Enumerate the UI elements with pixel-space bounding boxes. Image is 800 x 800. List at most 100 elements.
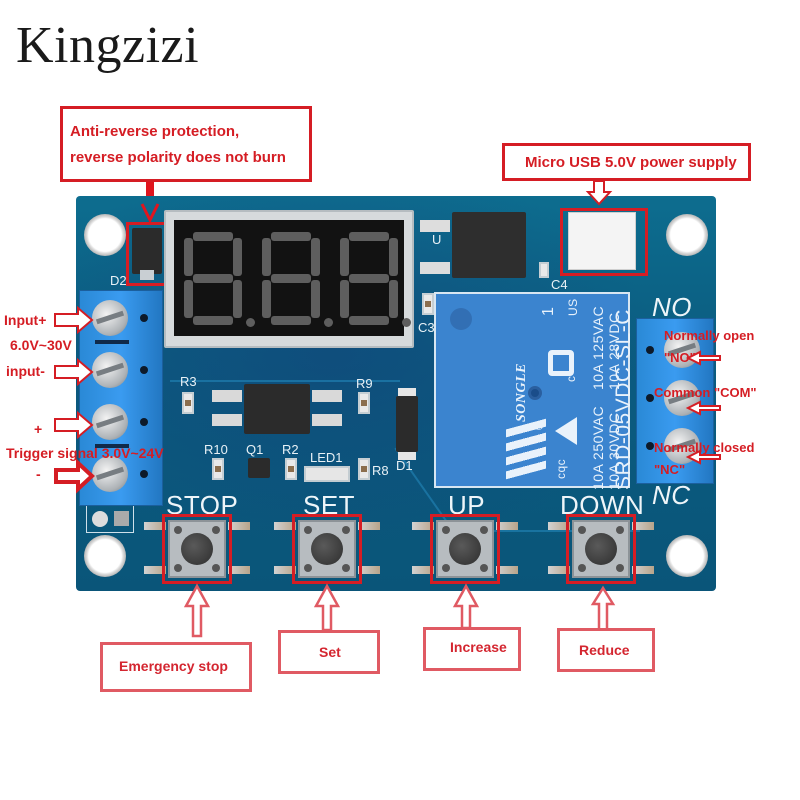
display-digit: [184, 232, 255, 327]
display-segment: [193, 232, 233, 241]
relay-ul-icon: [548, 350, 574, 376]
diode-d2: [132, 228, 162, 274]
display-segment: [340, 280, 349, 318]
button-corner: [480, 564, 488, 572]
callout-anti-reverse-line1: Anti-reverse protection,: [70, 123, 240, 140]
callout-emergency-stop: Emergency stop: [100, 642, 252, 692]
display-segment: [349, 232, 389, 241]
label-nc-title: Normally closed: [654, 440, 755, 455]
stop-button[interactable]: [168, 520, 226, 578]
display-segment: [389, 238, 398, 276]
label-nc-code: "NC": [654, 462, 686, 477]
mounting-hole-bottom-right: [666, 535, 708, 577]
resistor-r2: [285, 458, 297, 480]
optocoupler-chip: [244, 384, 310, 434]
button-cap: [585, 533, 617, 565]
display-segment: [311, 238, 320, 276]
label-trigger-minus: -: [36, 466, 41, 482]
arrow-left-icon: [685, 350, 721, 465]
callout-anti-reverse: Anti-reverse protection, reverse polarit…: [60, 106, 312, 182]
button-pad: [228, 522, 250, 530]
callout-reduce: Reduce: [557, 628, 655, 672]
relay-songle: SONGLE 10A 250VAC 10A 30VDC 10A 125VAC 1…: [434, 292, 635, 490]
set-button[interactable]: [298, 520, 356, 578]
display-segment: [233, 280, 242, 318]
resistor-r10: [212, 458, 224, 480]
label-input-voltage: 6.0V~30V: [10, 337, 72, 353]
screw-input-minus[interactable]: [92, 352, 128, 388]
button-corner: [174, 564, 182, 572]
button-pad: [548, 566, 570, 574]
silk-q1: Q1: [246, 442, 264, 457]
display-segment: [271, 274, 311, 283]
highlight-micro-usb: [560, 208, 648, 276]
resistor-r3: [182, 392, 194, 414]
label-input-plus: Input+: [4, 312, 47, 328]
button-corner: [342, 526, 350, 534]
silk-r8: R8: [372, 463, 389, 478]
silk-u: U: [432, 232, 442, 247]
up-button[interactable]: [436, 520, 494, 578]
callout-set: Set: [278, 630, 380, 674]
arrow-up-icon: [183, 583, 616, 638]
button-corner: [578, 564, 586, 572]
label-no-title: Normally open: [664, 328, 755, 343]
display-decimal-point: [246, 318, 255, 327]
mounting-hole-top-right: [666, 214, 708, 256]
anti-reverse-connector: [146, 182, 154, 204]
button-pad: [274, 566, 296, 574]
display-segment: [389, 280, 398, 318]
mounting-hole-bottom-left: [84, 535, 126, 577]
arrow-down-icon: [140, 203, 160, 224]
button-pad: [358, 522, 380, 530]
button-pad: [632, 566, 654, 574]
screw-input-plus[interactable]: [92, 300, 128, 336]
transistor-q1: [248, 458, 270, 478]
button-pad: [412, 522, 434, 530]
diode-d1: [396, 396, 418, 452]
display-segment: [271, 316, 311, 325]
micro-usb-port[interactable]: [568, 212, 636, 270]
button-corner: [616, 526, 624, 534]
button-pad: [358, 566, 380, 574]
silk-r9: R9: [356, 376, 373, 391]
display-segment: [184, 238, 193, 276]
display-decimal-point: [402, 318, 411, 327]
label-input-minus: input-: [6, 363, 45, 379]
brand-logo: Kingzizi: [16, 17, 200, 74]
silk-c3: C3: [418, 320, 435, 335]
button-corner: [442, 564, 450, 572]
label-trigger-plus: +: [34, 421, 43, 437]
button-corner: [212, 564, 220, 572]
screw-trigger-plus[interactable]: [92, 404, 128, 440]
button-pad: [412, 566, 434, 574]
callout-micro-usb-text: Micro USB 5.0V power supply: [525, 154, 737, 171]
arrow-right-icon: [54, 305, 94, 440]
display-segment: [311, 280, 320, 318]
capacitor-c3: [422, 293, 434, 315]
mounting-hole-top-left: [84, 214, 126, 256]
callout-increase-text: Increase: [450, 639, 507, 655]
silk-d2: D2: [110, 273, 127, 288]
display-segment: [271, 232, 311, 241]
button-corner: [342, 564, 350, 572]
display-segment: [233, 238, 242, 276]
display-segment: [262, 238, 271, 276]
highlight-stop-button: [162, 514, 232, 584]
callout-emergency-stop-text: Emergency stop: [119, 658, 228, 674]
resistor-r8: [358, 458, 370, 480]
display-segment: [340, 238, 349, 276]
silk-d1: D1: [396, 458, 413, 473]
button-corner: [578, 526, 586, 534]
button-pad: [496, 566, 518, 574]
silk-no: NO: [652, 292, 692, 322]
button-pad: [632, 522, 654, 530]
down-button[interactable]: [572, 520, 630, 578]
button-corner: [212, 526, 220, 534]
button-pad: [274, 522, 296, 530]
seven-segment-display: [164, 210, 414, 348]
callout-set-text: Set: [319, 644, 341, 660]
button-cap: [449, 533, 481, 565]
screw-trigger-minus[interactable]: [92, 456, 128, 492]
